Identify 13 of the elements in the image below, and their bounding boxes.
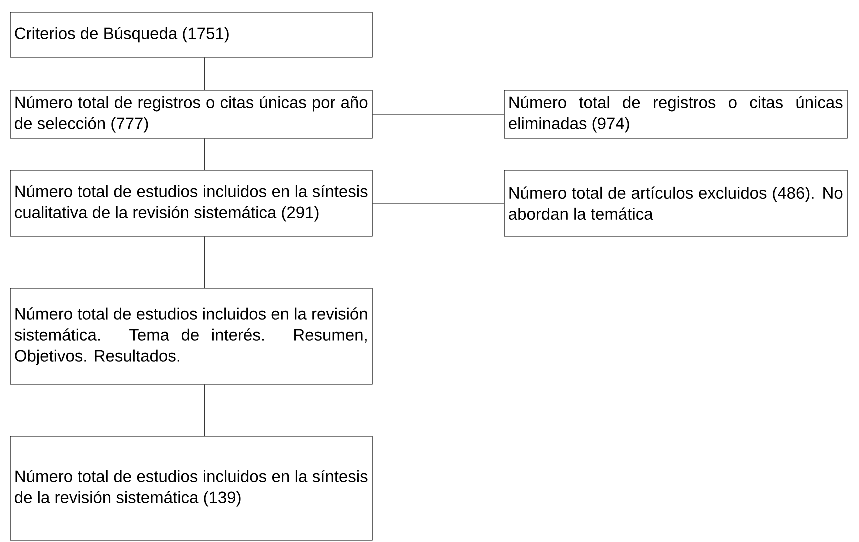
process-box: Número total de estudios incluidos en la revisión sistemática. Tema de interés. Resumen, Objetivos. Resultados. — [10, 288, 373, 385]
process-box: Número total de artículos excluidos (486). No abordan la temática — [504, 170, 848, 237]
process-box: Número total de estudios incluidos en la síntesis de la revisión sistemática (139) — [10, 436, 373, 541]
connector-line — [204, 57, 206, 90]
process-box: Número total de registros o citas únicas por año de selección (777) — [10, 90, 373, 139]
connector-line — [204, 384, 206, 436]
connector-line — [204, 138, 206, 170]
connector-line — [372, 114, 504, 115]
process-box: Criterios de Búsqueda (1751) — [10, 12, 373, 58]
connector-line — [372, 203, 504, 204]
process-box: Número total de estudios incluidos en la síntesis cualitativa de la revisión sistemática (291) — [10, 170, 373, 237]
process-box: Número total de registros o citas únicas eliminadas (974) — [504, 90, 848, 139]
connector-line — [204, 236, 206, 288]
